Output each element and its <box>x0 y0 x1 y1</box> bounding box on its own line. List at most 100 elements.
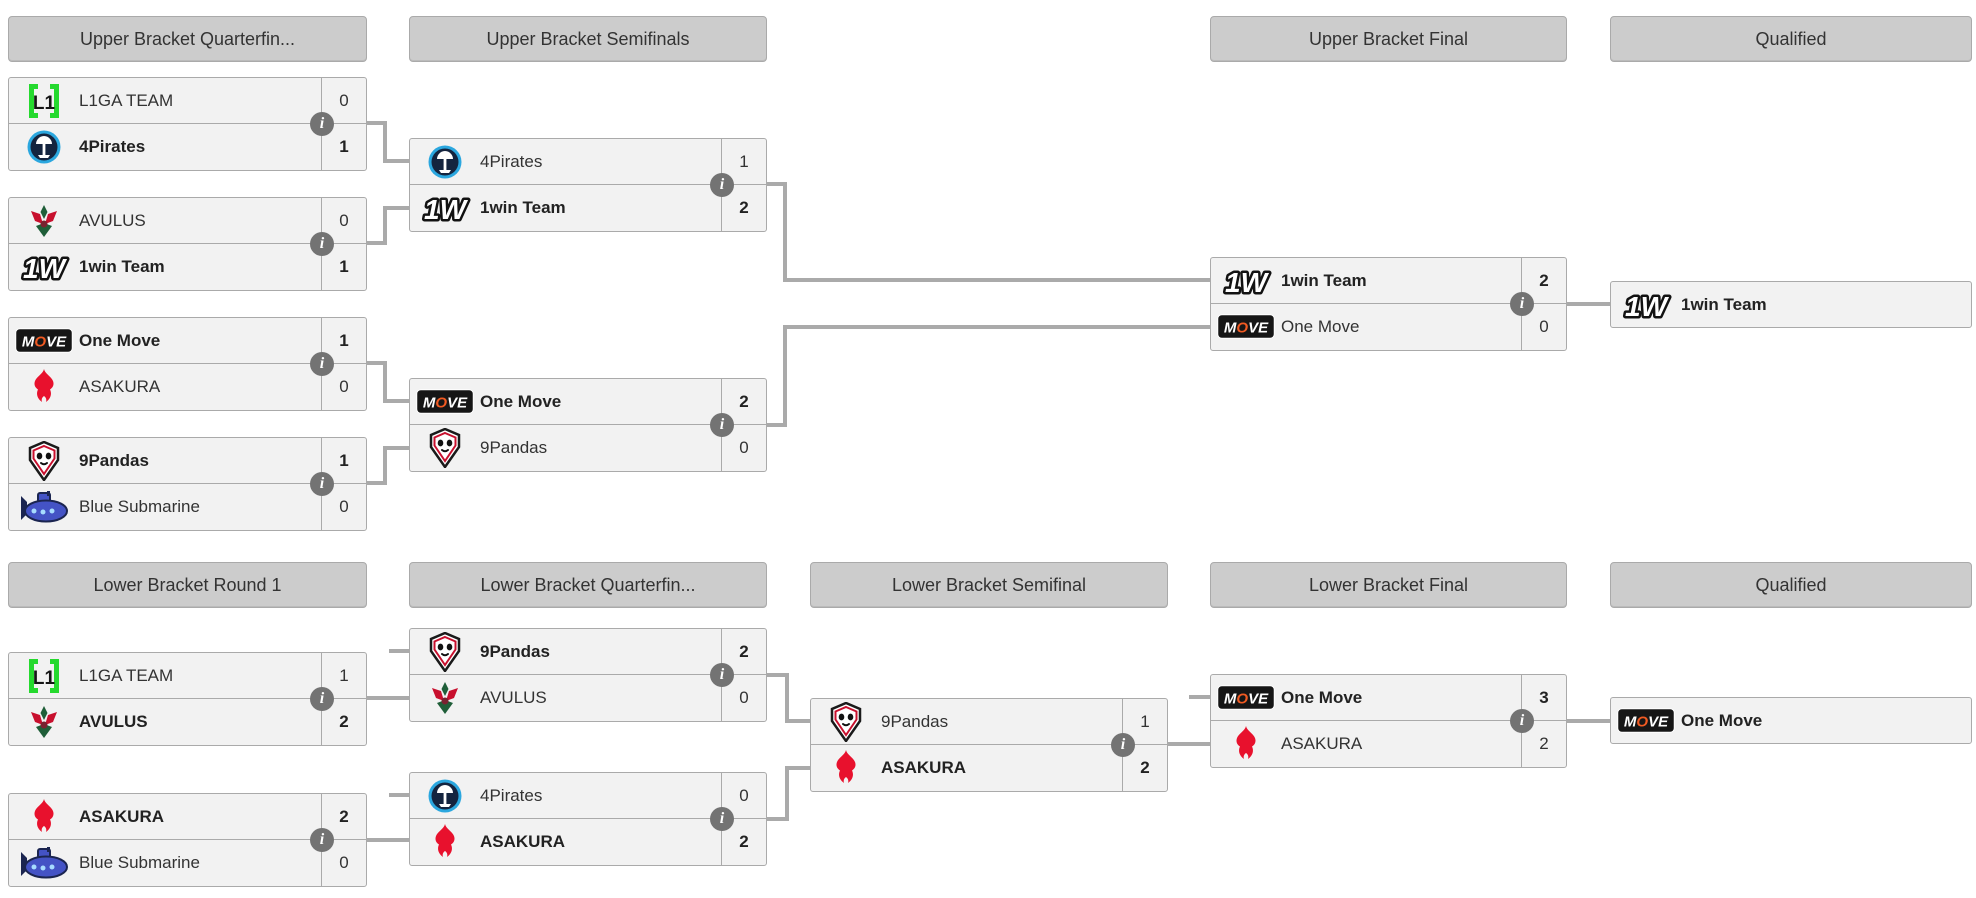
info-icon[interactable]: i <box>310 112 334 136</box>
match-lb-round1-2: ASAKURA 2 Blue Submarine 0 i <box>8 793 367 887</box>
team-row[interactable]: ASAKURA 2 <box>410 819 766 864</box>
team-score: 0 <box>739 785 749 805</box>
team-score: 0 <box>739 437 749 457</box>
team-logo-avulus-icon <box>410 681 480 715</box>
team-row[interactable]: ASAKURA 2 <box>811 745 1167 790</box>
connector-line <box>383 121 387 163</box>
svg-text:1W: 1W <box>23 253 68 284</box>
connector-line <box>1189 695 1210 699</box>
team-row[interactable]: MOVE One Move 0 <box>1211 304 1566 349</box>
info-icon[interactable]: i <box>710 807 734 831</box>
team-row[interactable]: 9Pandas 1 <box>9 438 366 483</box>
team-row[interactable]: 4Pirates 1 <box>410 139 766 184</box>
match-lb-final: MOVE One Move 3 ASAKURA 2 i <box>1210 674 1567 768</box>
team-row[interactable]: MOVE One Move 2 <box>410 379 766 424</box>
team-score: 1 <box>339 665 349 685</box>
team-row[interactable]: 4Pirates 0 <box>410 773 766 818</box>
svg-text:1W: 1W <box>1625 291 1670 322</box>
team-logo-9pandas-icon <box>410 427 480 468</box>
team-row[interactable]: 1W 1win Team 2 <box>410 185 766 230</box>
team-row[interactable]: Blue Submarine 0 <box>9 840 366 885</box>
team-logo-4pirates-icon <box>9 130 79 164</box>
team-logo-1win-icon: 1W <box>1611 285 1681 325</box>
match-lb-quarterfinal-1: 9Pandas 2 AVULUS 0 i <box>409 628 767 722</box>
team-name: One Move <box>1281 687 1363 707</box>
connector-line <box>783 182 787 282</box>
info-icon[interactable]: i <box>710 413 734 437</box>
svg-text:MOVE: MOVE <box>1624 714 1669 731</box>
info-icon[interactable]: i <box>710 663 734 687</box>
team-score: 0 <box>339 210 349 230</box>
team-logo-1win-icon: 1W <box>410 188 480 228</box>
team-row[interactable]: AVULUS 0 <box>410 675 766 720</box>
team-name: ASAKURA <box>881 757 966 777</box>
team-name: One Move <box>79 330 161 350</box>
svg-text:L1: L1 <box>33 668 56 689</box>
header-upper-bracket-final: Upper Bracket Final <box>1210 16 1567 62</box>
connector-line <box>367 121 385 125</box>
team-name: 4Pirates <box>480 151 543 171</box>
team-logo-9pandas-icon <box>9 440 79 481</box>
match-ub-semifinal-1: 4Pirates 1 1W 1win Team 2 i <box>409 138 767 232</box>
svg-text:1W: 1W <box>1225 267 1270 298</box>
team-row[interactable]: Blue Submarine 0 <box>9 484 366 529</box>
team-name: 9Pandas <box>881 711 949 731</box>
info-icon[interactable]: i <box>310 828 334 852</box>
info-icon[interactable]: i <box>310 687 334 711</box>
team-score: 0 <box>339 376 349 396</box>
svg-text:MOVE: MOVE <box>1224 691 1269 708</box>
team-logo-onemove-icon: MOVE <box>410 389 480 414</box>
team-row[interactable]: 1W 1win Team 2 <box>1211 258 1566 303</box>
team-logo-onemove-icon: MOVE <box>1211 314 1281 339</box>
info-icon[interactable]: i <box>710 173 734 197</box>
team-row[interactable]: ASAKURA 2 <box>1211 721 1566 766</box>
connector-line <box>389 649 409 653</box>
match-ub-quarterfinal-1: L1 L1GA TEAM 0 4Pirates 1 i <box>8 77 367 171</box>
team-name: AVULUS <box>79 210 146 230</box>
team-logo-asakura-icon <box>811 749 881 786</box>
team-score: 1 <box>339 256 349 276</box>
info-icon[interactable]: i <box>310 352 334 376</box>
team-row[interactable]: AVULUS 0 <box>9 198 366 243</box>
row-divider <box>410 184 766 185</box>
team-row[interactable]: 1W 1win Team 1 <box>9 244 366 289</box>
team-row[interactable]: ASAKURA 0 <box>9 364 366 409</box>
info-icon[interactable]: i <box>310 472 334 496</box>
connector-line <box>383 446 387 485</box>
team-score: 0 <box>739 687 749 707</box>
header-lower-bracket-round1: Lower Bracket Round 1 <box>8 562 367 608</box>
team-name: One Move <box>480 391 562 411</box>
info-icon[interactable]: i <box>310 232 334 256</box>
team-name: Blue Submarine <box>79 852 200 872</box>
team-score: 2 <box>1539 733 1549 753</box>
team-row[interactable]: 9Pandas 1 <box>811 699 1167 744</box>
header-lower-bracket-final: Lower Bracket Final <box>1210 562 1567 608</box>
team-row[interactable]: 4Pirates 1 <box>9 124 366 169</box>
team-row[interactable]: L1 L1GA TEAM 1 <box>9 653 366 698</box>
match-ub-final: 1W 1win Team 2 MOVE One Move 0 i <box>1210 257 1567 351</box>
info-icon[interactable]: i <box>1510 709 1534 733</box>
qualified-team-lower[interactable]: MOVE One Move <box>1610 697 1972 744</box>
team-row[interactable]: 9Pandas 2 <box>410 629 766 674</box>
qualified-team-upper[interactable]: 1W 1win Team <box>1610 281 1972 328</box>
team-name: ASAKURA <box>480 831 565 851</box>
info-icon[interactable]: i <box>1510 292 1534 316</box>
team-row[interactable]: MOVE One Move 3 <box>1211 675 1566 720</box>
team-row[interactable]: AVULUS 2 <box>9 699 366 744</box>
team-name: 1win Team <box>79 256 165 276</box>
connector-line <box>367 696 409 700</box>
team-score: 2 <box>739 391 749 411</box>
header-qualified-upper: Qualified <box>1610 16 1972 62</box>
team-row[interactable]: MOVE One Move 1 <box>9 318 366 363</box>
team-logo-4pirates-icon <box>410 779 480 813</box>
connector-line <box>367 361 385 365</box>
team-row[interactable]: ASAKURA 2 <box>9 794 366 839</box>
connector-line <box>383 399 409 403</box>
match-lb-quarterfinal-2: 4Pirates 0 ASAKURA 2 i <box>409 772 767 866</box>
info-icon[interactable]: i <box>1111 733 1135 757</box>
match-ub-quarterfinal-4: 9Pandas 1 Blue Submarine 0 i <box>8 437 367 531</box>
team-row[interactable]: L1 L1GA TEAM 0 <box>9 78 366 123</box>
team-score: 0 <box>339 852 349 872</box>
team-row[interactable]: 9Pandas 0 <box>410 425 766 470</box>
connector-line <box>767 423 785 427</box>
